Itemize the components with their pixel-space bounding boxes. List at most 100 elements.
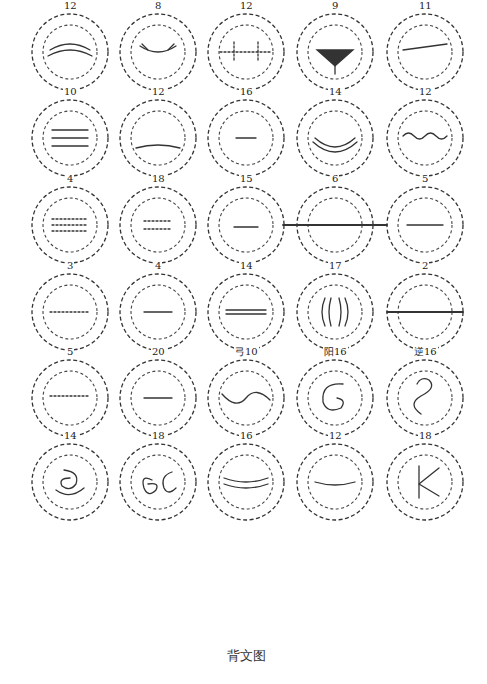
inner-ring: [398, 111, 452, 165]
inner-mark: [50, 44, 90, 50]
figure-number: 14: [63, 430, 78, 442]
figure-number: 逆16: [413, 346, 438, 358]
ring-figure: [297, 444, 373, 520]
inner-ring: [398, 198, 452, 252]
outer-ring: [208, 187, 284, 263]
ring-figure: [32, 14, 108, 90]
ring-figure: [120, 14, 196, 90]
figure-number: 10: [63, 86, 78, 98]
figure-number: 18: [151, 430, 166, 442]
inner-mark: [317, 50, 353, 66]
inner-mark: [52, 218, 88, 219]
figure-number: 2: [421, 260, 429, 272]
inner-ring: [219, 111, 273, 165]
figure-number: 14: [328, 86, 343, 98]
inner-ring: [398, 25, 452, 79]
outer-ring: [297, 444, 373, 520]
inner-mark: [52, 129, 88, 130]
outer-ring: [120, 100, 196, 176]
outer-ring: [297, 360, 373, 436]
outer-ring: [387, 187, 463, 263]
inner-ring: [131, 198, 185, 252]
inner-mark: [322, 298, 331, 326]
inner-mark: [142, 44, 174, 50]
outer-ring: [120, 444, 196, 520]
outer-ring: [120, 187, 196, 263]
ring-figure: [120, 187, 196, 263]
inner-ring: [131, 371, 185, 425]
outer-ring: [297, 14, 373, 90]
inner-ring: [219, 371, 273, 425]
ring-figure: [120, 360, 196, 436]
outer-ring: [32, 360, 108, 436]
inner-ring: [398, 371, 452, 425]
figure-number: 16: [239, 430, 254, 442]
ring-figure: [32, 187, 108, 263]
figure-number: 4: [154, 260, 162, 272]
inner-mark: [144, 397, 172, 398]
figure-number: 15: [239, 173, 254, 185]
figure-number: 18: [151, 173, 166, 185]
inner-ring: [43, 285, 97, 339]
ring-figure: [208, 444, 284, 520]
inner-ring: [308, 285, 362, 339]
outer-ring: [120, 360, 196, 436]
inner-mark: [315, 138, 355, 147]
outer-ring: [387, 444, 463, 520]
figure-number: 12: [239, 0, 254, 12]
ring-figure: [283, 187, 387, 263]
outer-ring: [32, 444, 108, 520]
figure-number: 16: [239, 86, 254, 98]
outer-ring: [208, 274, 284, 350]
inner-mark: [56, 488, 84, 495]
inner-mark: [387, 311, 463, 313]
ring-figure: [208, 14, 284, 90]
figure-number: 12: [328, 430, 343, 442]
inner-ring: [308, 371, 362, 425]
inner-ring: [131, 455, 185, 509]
ring-figure: [32, 444, 108, 520]
inner-ring: [308, 25, 362, 79]
inner-ring: [43, 111, 97, 165]
figure-number: 11: [418, 0, 433, 12]
inner-mark: [226, 309, 266, 310]
inner-ring: [43, 25, 97, 79]
inner-mark: [144, 228, 172, 229]
figure-number: 9: [331, 0, 339, 12]
inner-mark: [407, 224, 443, 225]
inner-mark: [403, 133, 447, 139]
figure-number: 5: [421, 173, 429, 185]
inner-ring: [308, 455, 362, 509]
inner-mark: [52, 137, 88, 138]
ring-figure: [297, 100, 373, 176]
inner-mark: [143, 478, 157, 493]
outer-ring: [120, 274, 196, 350]
figure-number: 18: [418, 430, 433, 442]
outer-ring: [297, 100, 373, 176]
outer-ring: [208, 444, 284, 520]
ring-figure: [387, 274, 463, 350]
inner-mark: [323, 384, 343, 410]
inner-mark: [403, 44, 447, 50]
inner-mark: [414, 379, 432, 414]
inner-mark: [334, 66, 335, 74]
figure-number: 4: [66, 173, 74, 185]
inner-mark: [418, 466, 419, 498]
inner-mark: [234, 226, 258, 227]
outer-ring: [297, 274, 373, 350]
outer-ring: [208, 14, 284, 90]
inner-mark: [234, 42, 258, 62]
ring-figure: [208, 100, 284, 176]
outer-ring: [208, 360, 284, 436]
inner-ring: [219, 198, 273, 252]
figure-number: 14: [239, 260, 254, 272]
inner-ring: [43, 371, 97, 425]
outer-ring: [32, 100, 108, 176]
ring-figure: [120, 100, 196, 176]
inner-ring: [308, 111, 362, 165]
ring-figure: [120, 444, 196, 520]
outer-ring: [387, 274, 463, 350]
inner-mark: [61, 470, 77, 489]
inner-mark: [50, 311, 90, 312]
